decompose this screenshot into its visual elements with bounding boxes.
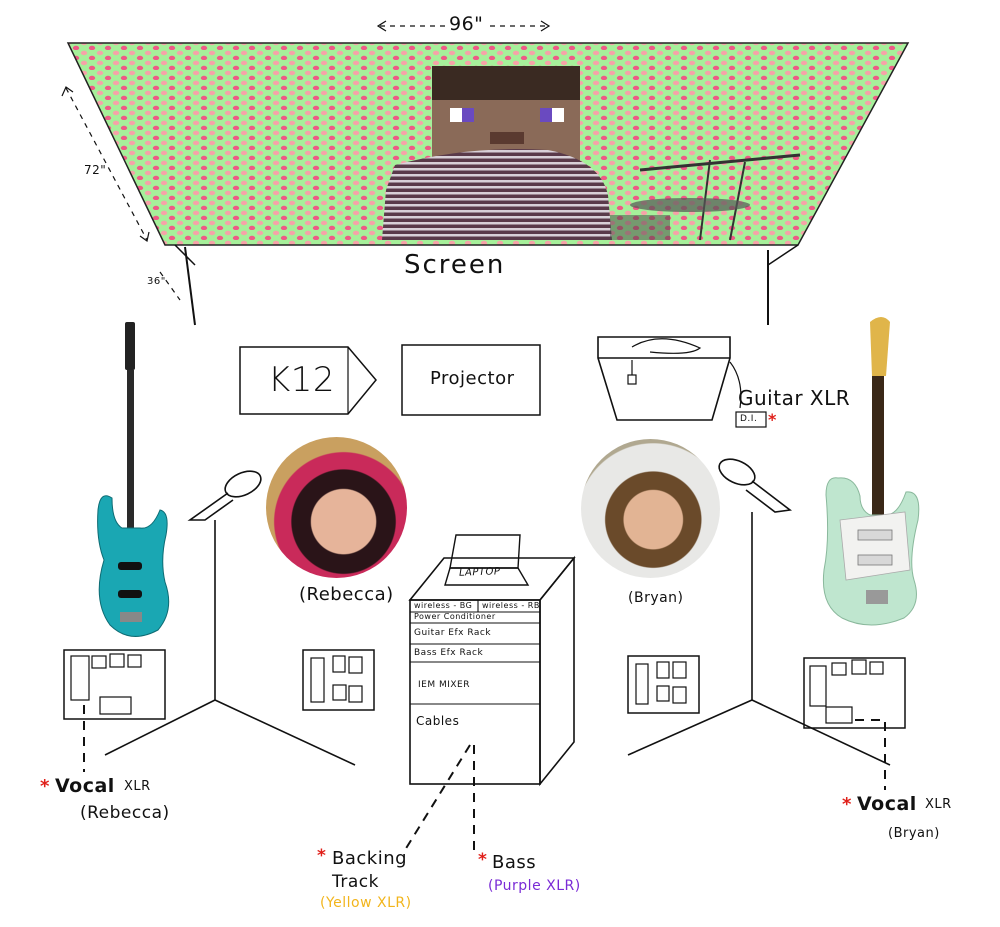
vocal-left-star: * <box>40 776 50 797</box>
vocal-left-xlr: XLR <box>124 779 151 794</box>
backing-title-2: Track <box>332 872 379 892</box>
laptop-label: LAPTOP <box>458 566 501 579</box>
rebecca-name: (Rebecca) <box>299 584 394 605</box>
vocal-right-name: (Bryan) <box>888 826 940 841</box>
rack-power-conditioner: Power Conditioner <box>414 612 496 621</box>
guitar-xlr-label: Guitar XLR <box>738 386 851 410</box>
pedalboard-left <box>63 649 166 720</box>
screen-width-label: 96" <box>449 13 484 35</box>
rack-bass-efx: Bass Efx Rack <box>414 648 484 658</box>
electric-guitar <box>822 317 920 626</box>
mic-stand-left <box>104 470 356 766</box>
laptop <box>444 534 530 586</box>
bass-star: * <box>478 850 487 870</box>
backing-sub: (Yellow XLR) <box>320 895 412 911</box>
rack-guitar-efx: Guitar Efx Rack <box>414 628 492 638</box>
rack-wireless-rb: wireless - RB <box>482 601 540 610</box>
drummer-image <box>382 66 801 241</box>
k12-label: K12 <box>268 360 336 400</box>
vocal-left-name: (Rebecca) <box>80 803 170 823</box>
projection-screen <box>66 42 910 326</box>
backing-star: * <box>317 846 326 866</box>
projector-box <box>401 344 541 416</box>
di-label: D.I. <box>740 414 758 424</box>
projector-label: Projector <box>430 368 515 389</box>
vocal-right-star: * <box>842 794 852 815</box>
guitar-amp <box>597 336 767 428</box>
rack-iem-mixer: IEM MIXER <box>418 680 470 690</box>
pedalboard-right <box>803 657 906 729</box>
backing-title-1: Backing <box>332 848 408 869</box>
bass-guitar <box>97 322 170 637</box>
rebecca-avatar <box>266 437 407 578</box>
dimension-lines <box>65 25 548 301</box>
bass-title: Bass <box>492 852 537 873</box>
rack-wireless-bg: wireless - BG <box>414 601 473 610</box>
gear-rack <box>408 555 576 787</box>
bass-sub: (Purple XLR) <box>488 878 581 894</box>
vocal-left-title: Vocal <box>55 775 115 797</box>
vocal-right-title: Vocal <box>857 793 917 815</box>
k12-speaker <box>239 346 377 415</box>
vocal-right-xlr: XLR <box>925 797 952 812</box>
bryan-avatar <box>581 439 720 578</box>
screen-riser-label: 36" <box>147 276 166 287</box>
di-box <box>735 411 767 428</box>
mic-stand-right <box>627 458 891 766</box>
pedal-unit-left <box>302 649 375 711</box>
di-star: * <box>768 410 777 429</box>
bryan-name: (Bryan) <box>628 590 684 606</box>
pedal-unit-right <box>627 655 700 714</box>
cable-lines <box>83 705 886 851</box>
screen-height-label: 72" <box>84 163 107 177</box>
screen-label: Screen <box>404 250 506 280</box>
rack-cables: Cables <box>416 714 460 728</box>
